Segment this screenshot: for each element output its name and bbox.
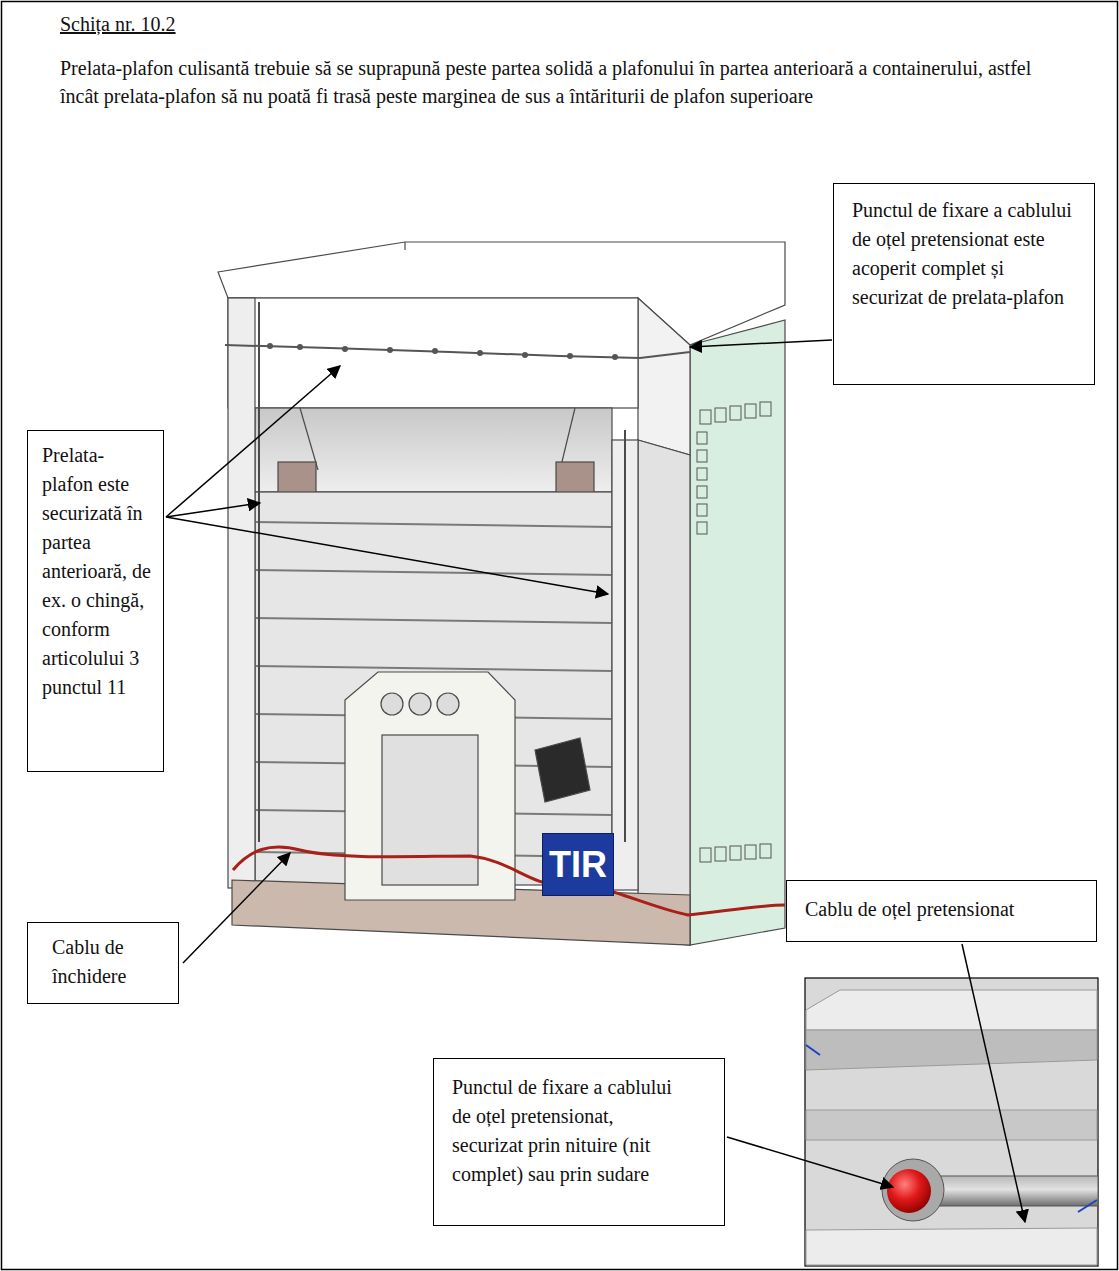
callout-text: Cablu de închidere — [52, 933, 166, 991]
inset-detail — [805, 978, 1098, 1266]
closing-cable — [233, 847, 785, 915]
sketch-title: Schița nr. 10.2 — [60, 10, 176, 38]
rope-eyelets — [267, 343, 618, 360]
callout-box: Prelata-plafon este securizată în partea… — [27, 430, 164, 772]
container — [218, 242, 785, 945]
leader-lines — [166, 340, 1025, 1222]
callout-box: Punctul de fixare a cablului de oțel pre… — [433, 1058, 725, 1226]
callout-box: Punctul de fixare a cablului de oțel pre… — [833, 183, 1095, 385]
plate-text: TIR — [543, 834, 613, 895]
tir-plate: TIR — [542, 833, 614, 896]
callout-box: Cablu de închidere — [27, 922, 179, 1004]
callout-text: Prelata-plafon este securizată în partea… — [42, 441, 151, 702]
callout-box: Cablu de oțel pretensionat — [786, 880, 1097, 942]
callout-text: Punctul de fixare a cablului de oțel pre… — [852, 196, 1076, 312]
callout-text: Punctul de fixare a cablului de oțel pre… — [452, 1073, 684, 1189]
instruction-note: Prelata-plafon culisantă trebuie să se s… — [60, 54, 1035, 110]
callout-text: Cablu de oțel pretensionat — [805, 895, 1078, 924]
